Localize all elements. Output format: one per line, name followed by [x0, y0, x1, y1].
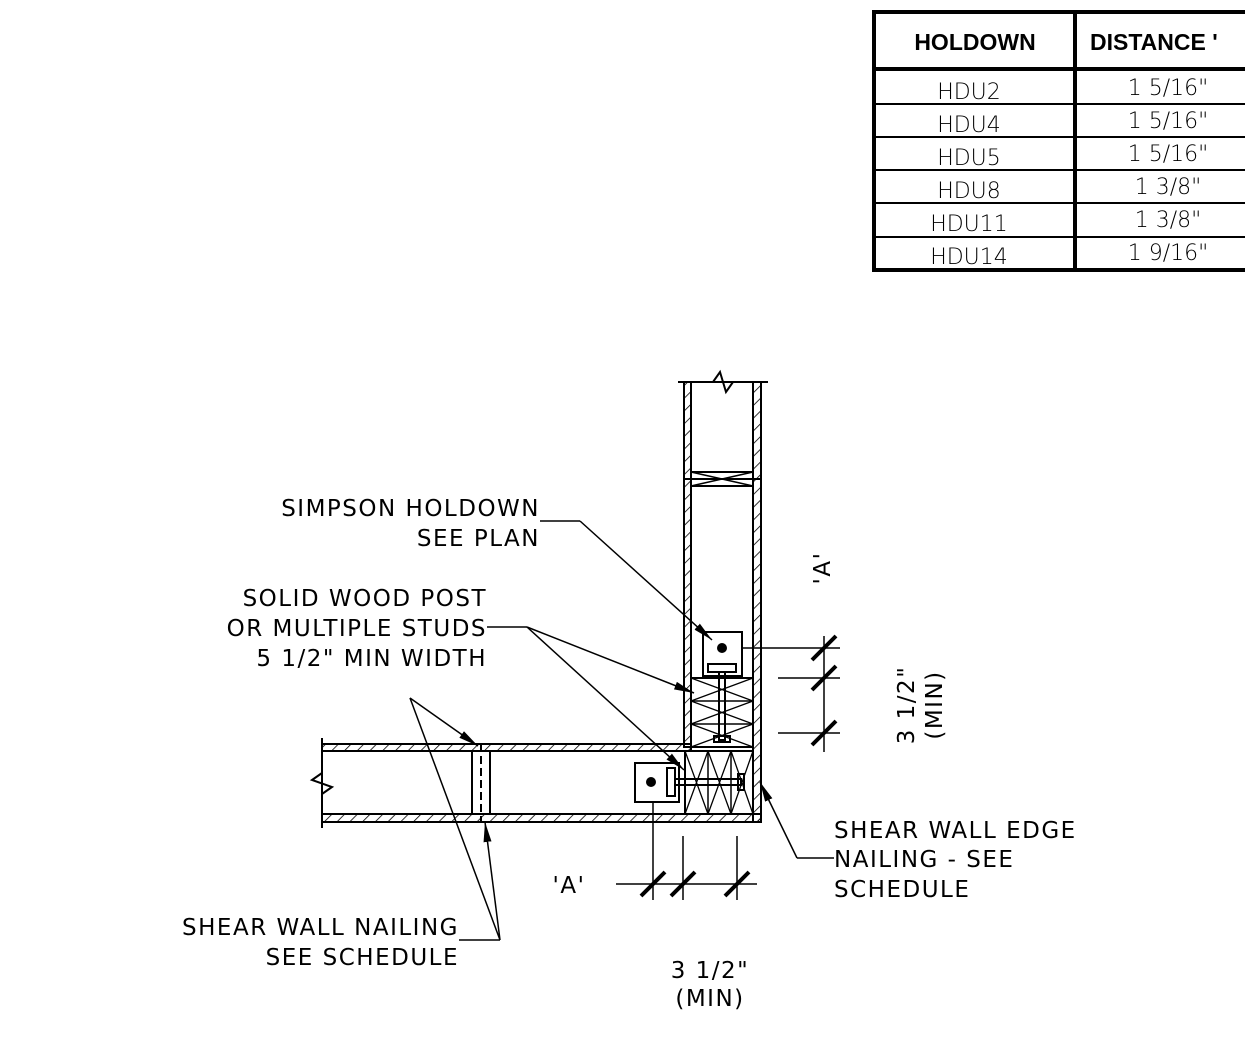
dimension-label-3-5-vertical: 3 1/2" — [894, 666, 920, 745]
callout-simpson-holdown: SIMPSON HOLDOWN SEE PLAN — [281, 496, 713, 641]
table-border — [872, 10, 1245, 272]
vertical-post — [690, 677, 754, 748]
table-cell-holdown: HDU2 — [937, 80, 1001, 105]
holdown-bracket — [702, 631, 743, 677]
callout-text: OR MULTIPLE STUDS — [227, 616, 487, 642]
holdown-table: HOLDOWN DISTANCE ' HDU2 1 5/16" HDU4 1 5… — [872, 10, 1245, 272]
dimension-tick — [810, 634, 838, 662]
bolt-nut — [737, 773, 745, 791]
dimension-label-3-5-horizontal: 3 1/2" — [671, 958, 750, 984]
table-cell-holdown: HDU4 — [937, 113, 1001, 138]
anchor-bolt-icon — [717, 643, 727, 653]
dimension-tick — [669, 870, 697, 898]
anchor-bolt-icon — [646, 777, 656, 787]
leader-line — [409, 697, 501, 941]
table-cell-distance: 1 5/16" — [1128, 142, 1209, 167]
horizontal-dimension: 'A' 3 1/2" (MIN) — [553, 802, 757, 1012]
callout-text: SCHEDULE — [834, 877, 970, 903]
callout-text: NAILING - SEE — [834, 847, 1014, 873]
leader-arrow — [483, 821, 501, 941]
horizontal-post — [684, 750, 754, 815]
through-bolt — [674, 778, 742, 786]
wall-sheathing — [752, 381, 762, 823]
holdown-bracket — [634, 762, 680, 803]
callout-text: SIMPSON HOLDOWN — [281, 496, 540, 522]
wall-sheathing — [683, 381, 692, 748]
post-cross-hatch — [690, 677, 754, 748]
holdown-seat — [707, 663, 737, 673]
horizontal-wall — [309, 738, 762, 828]
table-cell-holdown: HDU14 — [930, 245, 1008, 270]
dimension-label-min-horizontal: (MIN) — [675, 986, 744, 1012]
dimension-tick — [639, 870, 667, 898]
leader-arrow — [409, 697, 479, 747]
through-bolt — [718, 671, 726, 741]
callout-text: SEE PLAN — [417, 526, 540, 552]
callout-text: 5 1/2" MIN WIDTH — [256, 646, 487, 672]
dimension-label-a-vertical: 'A' — [810, 552, 836, 585]
table-cell-distance: 1 5/16" — [1128, 76, 1209, 101]
table-cell-distance: 1 9/16" — [1128, 241, 1209, 266]
post-outline — [690, 677, 754, 748]
callout-text: SEE SCHEDULE — [266, 945, 459, 971]
horizontal-holdown — [634, 762, 745, 803]
table-cell-holdown: HDU5 — [937, 146, 1001, 171]
callout-text: SOLID WOOD POST — [243, 586, 487, 612]
callout-shear-wall-edge-nailing: SHEAR WALL EDGE NAILING - SEE SCHEDULE — [759, 781, 1077, 903]
table-header-holdown: HOLDOWN — [914, 29, 1035, 55]
post-outline — [684, 750, 754, 815]
table-cell-holdown: HDU8 — [937, 179, 1001, 204]
callout-solid-wood-post: SOLID WOOD POST OR MULTIPLE STUDS 5 1/2"… — [227, 586, 695, 771]
leader-arrow — [579, 520, 713, 641]
table-cell-distance: 1 3/8" — [1135, 208, 1202, 233]
vertical-wall — [678, 369, 768, 823]
dimension-tick — [810, 719, 838, 747]
dimension-tick — [810, 664, 838, 692]
break-symbol — [309, 772, 335, 795]
bolt-nut — [713, 735, 731, 743]
break-symbol — [712, 369, 734, 395]
leader-arrow — [759, 781, 798, 859]
vertical-dimension: 'A' 3 1/2" (MIN) — [742, 552, 948, 752]
dimension-tick — [723, 870, 751, 898]
callout-text: SHEAR WALL NAILING — [182, 915, 459, 941]
vertical-holdown — [702, 631, 743, 743]
wall-sheathing — [321, 813, 762, 823]
table-header-distance: DISTANCE ' — [1090, 29, 1218, 55]
table-cell-distance: 1 3/8" — [1135, 175, 1202, 200]
dimension-label-a-horizontal: 'A' — [553, 873, 586, 899]
wall-sheathing — [321, 743, 692, 752]
callout-shear-wall-nailing: SHEAR WALL NAILING SEE SCHEDULE — [182, 697, 501, 971]
callout-text: SHEAR WALL EDGE — [834, 818, 1077, 844]
holdown-seat — [666, 767, 676, 797]
dimension-label-min-vertical: (MIN) — [922, 670, 948, 739]
post-cross-hatch — [684, 750, 754, 815]
leader-arrow — [526, 626, 695, 694]
table-cell-holdown: HDU11 — [930, 212, 1008, 237]
table-cell-distance: 1 5/16" — [1128, 109, 1209, 134]
leader-arrow — [526, 626, 685, 771]
